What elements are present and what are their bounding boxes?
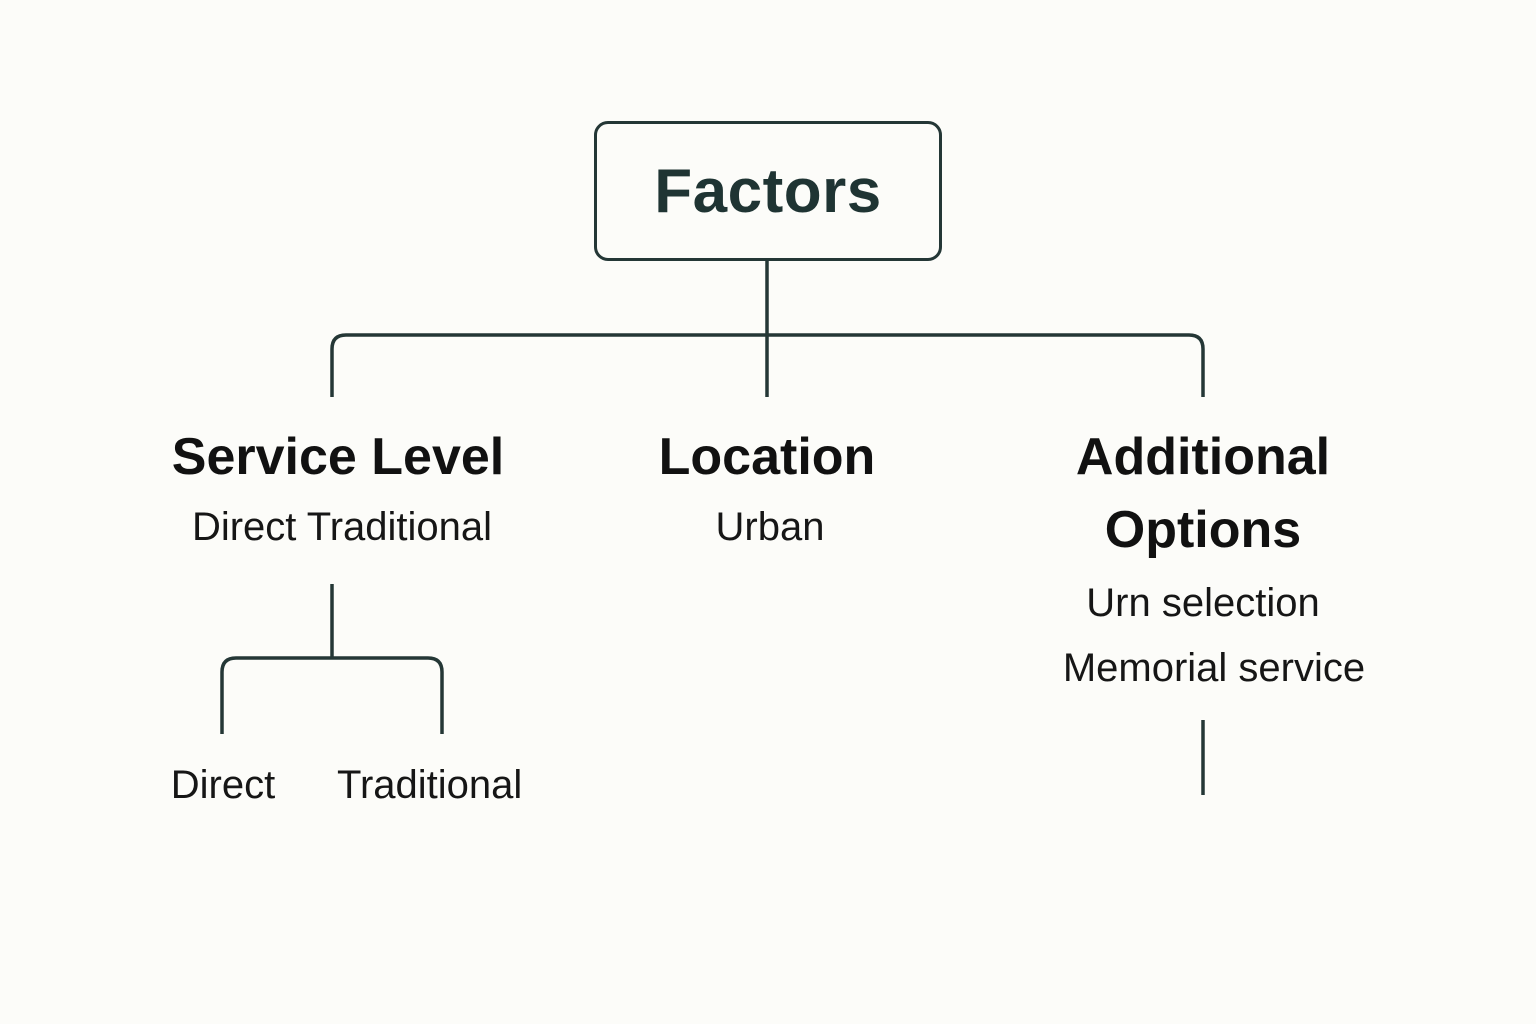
location-subtitle: Urban <box>715 505 825 549</box>
service-level-title: Service Level <box>171 428 505 486</box>
additional-options-title-line-1: Additional <box>1075 428 1331 486</box>
service-level-subtitle: Direct Traditional <box>191 505 493 549</box>
location-title: Location <box>658 428 876 486</box>
service-level-sub-bus-line <box>220 656 444 734</box>
additional-options-title-line-2: Options <box>1104 501 1302 559</box>
additional-options-item-urn-selection: Urn selection <box>1086 581 1320 625</box>
service-level-child-traditional: Traditional <box>337 763 523 807</box>
additional-options-item-memorial-service: Memorial service <box>1062 646 1366 690</box>
root-node: Factors <box>594 121 942 261</box>
root-node-label: Factors <box>654 156 882 226</box>
main-bus-line <box>330 333 1205 397</box>
service-level-child-direct: Direct <box>170 763 276 807</box>
